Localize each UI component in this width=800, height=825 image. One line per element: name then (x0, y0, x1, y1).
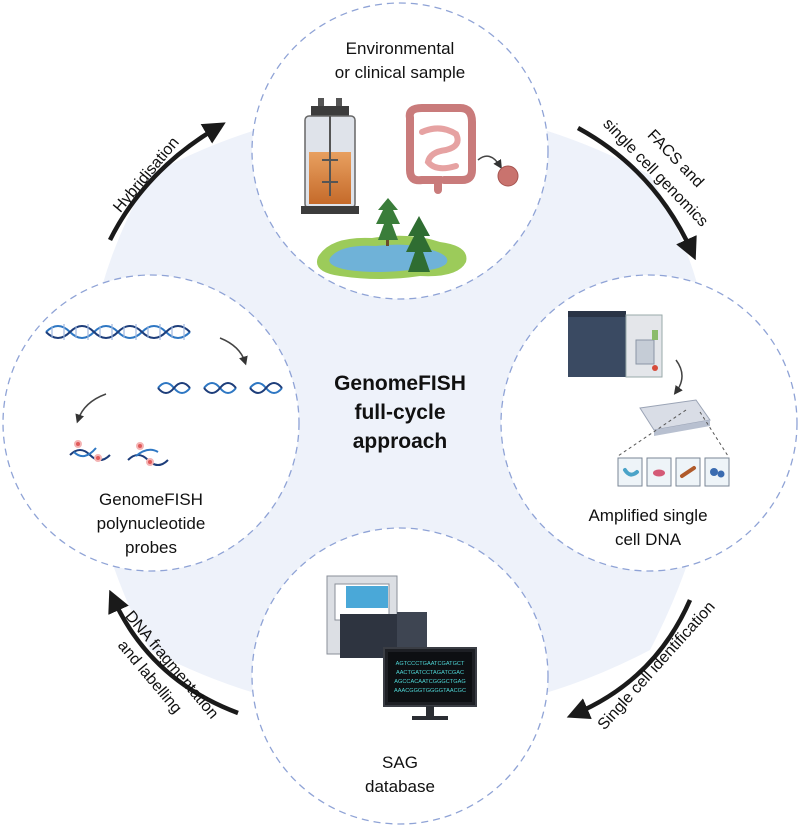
arrow-facs (576, 126, 697, 261)
well-zoom-lines (617, 409, 729, 457)
stage-circle-top (251, 2, 549, 300)
sequence-line-1: AGTCCCTGAATCGATGCT (396, 661, 465, 667)
arrow-hybridisation (107, 122, 226, 242)
stage-left-label-3: probes (125, 538, 177, 557)
stage-bottom-label-1: SAG (382, 753, 418, 772)
stage-right-label-2: cell DNA (615, 530, 682, 549)
center-title-line1: GenomeFISH (334, 372, 466, 395)
stage-top-label-2: or clinical sample (335, 63, 465, 82)
single-cell-wells (617, 457, 730, 487)
stage-circle-left (2, 274, 300, 572)
stage-bottom-label-2: database (365, 777, 435, 796)
stage-right-label-1: Amplified single (588, 506, 707, 525)
bioreactor-icon (301, 98, 359, 214)
center-title: GenomeFISH full-cycle approach (334, 372, 466, 453)
arrow-dna-fragmentation (108, 589, 239, 716)
curved-arrow-icon (75, 393, 107, 424)
arrow-single-cell-identification (566, 599, 693, 720)
center-background (85, 107, 715, 715)
curved-arrow-icon (673, 359, 683, 395)
dna-strand-icon (45, 324, 191, 340)
stage-left-label-1: GenomeFISH (99, 490, 203, 509)
curved-arrow-icon (477, 155, 502, 170)
sequence-line-4: AAACGGGTGGGGTAACGC (394, 688, 466, 694)
tissue-sample-icon (497, 165, 519, 187)
well-plate-icon (639, 399, 711, 436)
center-title-line3: approach (353, 430, 448, 453)
center-title-line2: full-cycle (354, 401, 445, 424)
sequence-line-3: AGCCACAATCGGGCTGAG (394, 679, 465, 685)
monitor-icon (383, 647, 477, 720)
labelled-probes-icon (69, 440, 169, 466)
curved-arrow-icon (219, 337, 248, 366)
sequence-text: AGTCCCTGAATCGATGCT AACTGATCCTAGATCGAC AG… (394, 661, 466, 694)
intestine-icon (405, 104, 476, 194)
stage-left-label-2: polynucleotide (97, 514, 206, 533)
dna-fragments-icon (157, 382, 283, 394)
lake-icon (316, 198, 467, 279)
sequence-line-2: AACTGATCCTAGATCGAC (396, 670, 464, 676)
cell-sorter-icon (568, 311, 663, 378)
stage-top-label-1: Environmental (346, 39, 455, 58)
sequencer-icon (326, 575, 427, 658)
